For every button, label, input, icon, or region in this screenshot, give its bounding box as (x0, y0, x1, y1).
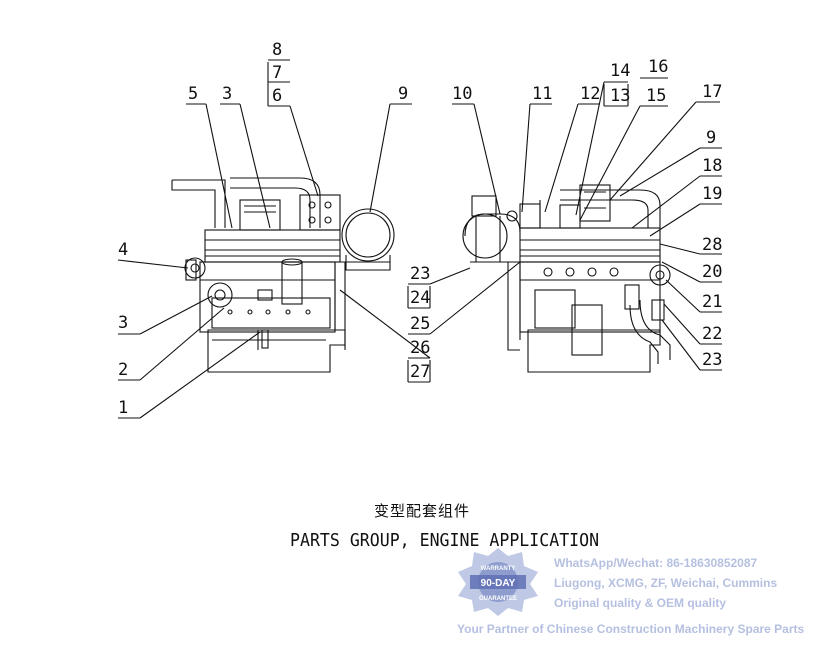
callout-17: 17 (702, 82, 722, 102)
right-leader-lines (267, 62, 722, 383)
callout-1: 1 (118, 398, 128, 418)
callout-27: 27 (410, 362, 430, 382)
callout-3-bottom: 3 (118, 313, 128, 333)
callout-8: 8 (272, 40, 282, 60)
seal-bottom-text: GUARANTEE (479, 596, 517, 602)
callout-9-left: 9 (398, 84, 408, 104)
callout-14: 14 (610, 61, 630, 81)
callout-21: 21 (702, 292, 722, 312)
callout-18: 18 (702, 156, 722, 176)
callout-9-right: 9 (706, 128, 716, 148)
callout-25: 25 (410, 314, 430, 334)
left-engine-view (171, 177, 395, 373)
callout-15: 15 (646, 86, 666, 106)
callout-3-top: 3 (222, 84, 232, 104)
callout-12: 12 (580, 84, 600, 104)
left-callouts: 8 7 6 5 3 9 4 3 2 1 (118, 40, 408, 418)
watermark-brands: Liugong, XCMG, ZF, Weichai, Cummins (554, 576, 778, 590)
callout-24: 24 (410, 288, 430, 308)
callout-23-right: 23 (702, 350, 722, 370)
seal-top-text: WARRANTY (481, 566, 516, 572)
watermark-tagline: Your Partner of Chinese Construction Mac… (457, 622, 805, 636)
seal-mid-text: 90-DAY (481, 578, 516, 589)
callout-20: 20 (702, 262, 722, 282)
right-callouts: 10 11 12 14 13 16 15 17 9 18 19 28 20 21… (410, 57, 722, 382)
callout-7: 7 (272, 63, 282, 83)
title-english: PARTS GROUP, ENGINE APPLICATION (290, 530, 600, 551)
left-leader-lines (117, 59, 412, 419)
callout-6: 6 (272, 86, 282, 106)
callout-22: 22 (702, 324, 722, 344)
callout-28: 28 (702, 235, 722, 255)
callout-23-mid: 23 (410, 264, 430, 284)
callout-5: 5 (188, 84, 198, 104)
right-engine-view (462, 184, 671, 373)
warranty-seal-icon: 90-DAY WARRANTY GUARANTEE (458, 548, 538, 616)
callout-13: 13 (610, 86, 630, 106)
callout-10: 10 (452, 84, 472, 104)
callout-16: 16 (648, 57, 668, 77)
callout-26: 26 (410, 338, 430, 358)
title-chinese: 变型配套组件 (374, 502, 471, 520)
watermark-contact: WhatsApp/Wechat: 86-18630852087 (554, 556, 758, 570)
callout-2: 2 (118, 360, 128, 380)
callout-4: 4 (118, 240, 128, 260)
callout-19: 19 (702, 184, 722, 204)
callout-11: 11 (532, 84, 552, 104)
watermark-quality: Original quality & OEM quality (554, 596, 727, 610)
